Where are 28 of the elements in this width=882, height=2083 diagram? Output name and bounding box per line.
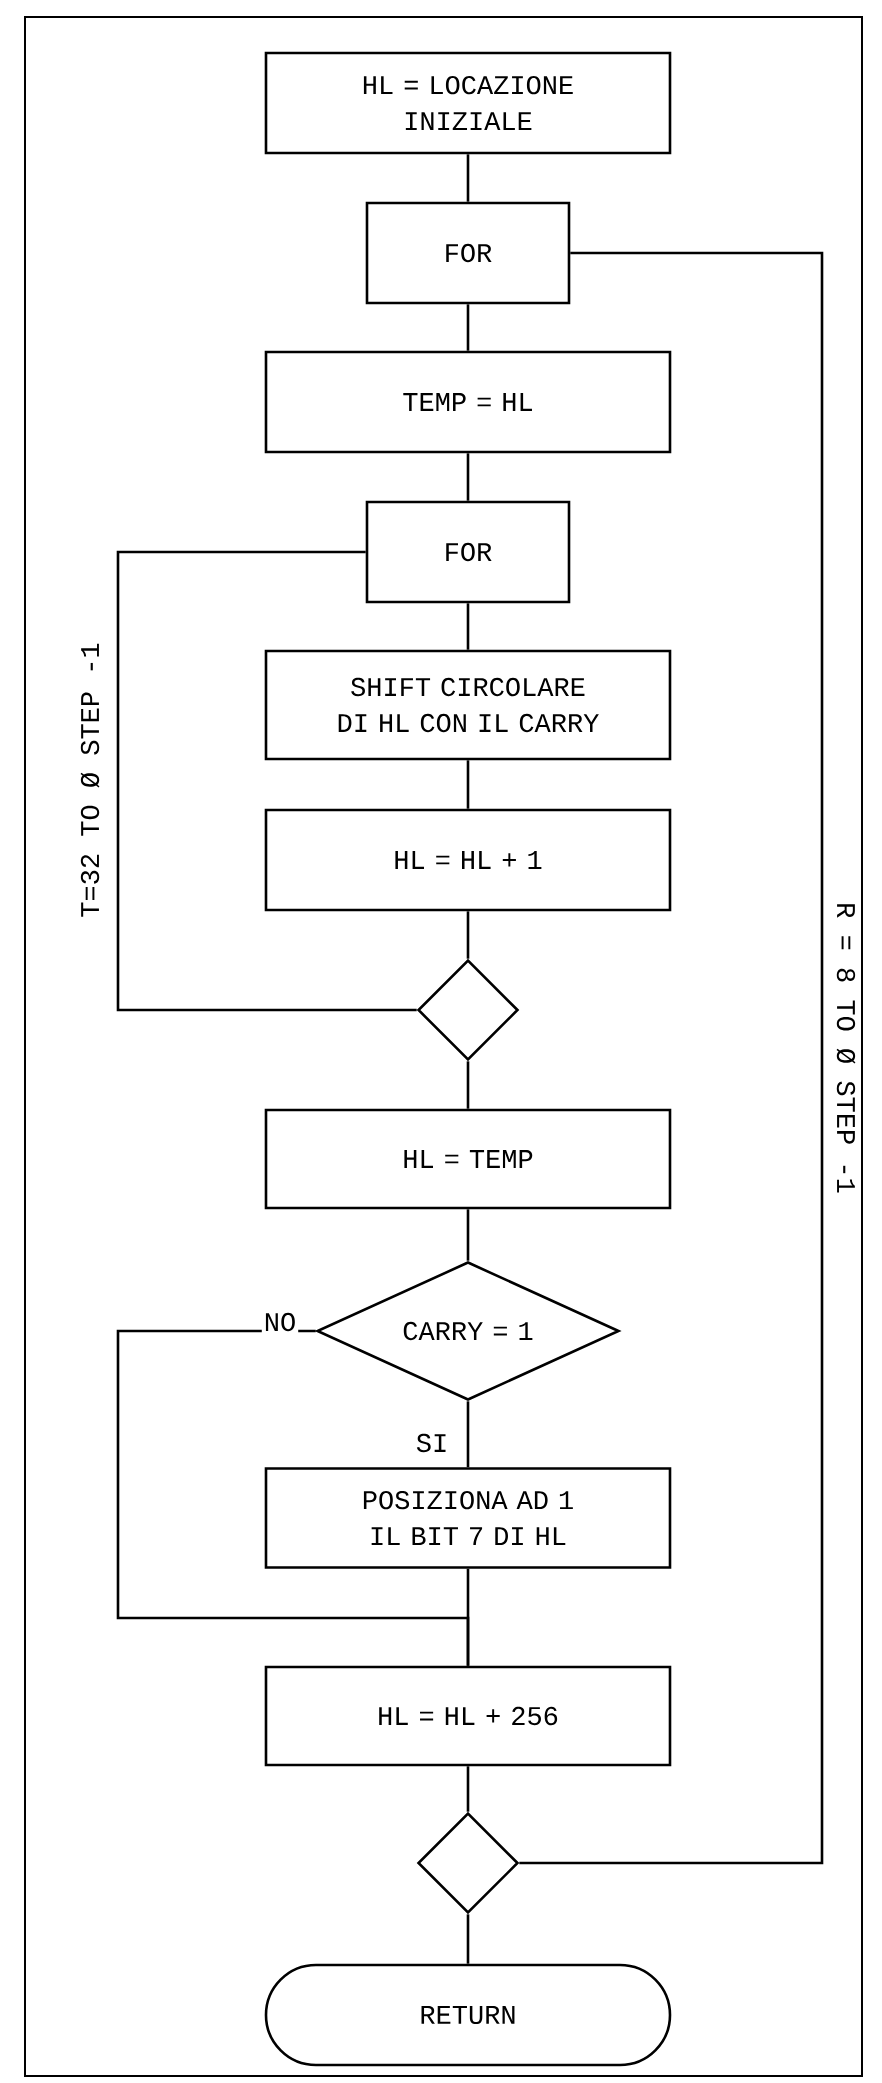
connector-line xyxy=(116,550,417,1012)
connector-line xyxy=(466,453,470,501)
process-box: HL = HL + 256 xyxy=(264,1665,672,1767)
connector-line xyxy=(466,1766,470,1812)
connector-line xyxy=(466,760,470,809)
connector-line xyxy=(466,603,470,650)
process-box: HL = HL + 1 xyxy=(264,808,672,912)
process-box: TEMP = HL xyxy=(264,350,672,454)
connector-line xyxy=(466,1209,470,1261)
connector-line xyxy=(466,911,470,959)
process-box: POSIZIONA AD 1 IL BIT 7 DI HL xyxy=(264,1467,672,1569)
connector-line xyxy=(519,251,824,1865)
connector-line xyxy=(466,1568,470,1666)
connector-line xyxy=(466,154,470,202)
process-box: FOR xyxy=(365,500,571,604)
terminal-box: RETURN xyxy=(264,1963,672,2067)
process-box: HL = TEMP xyxy=(264,1108,672,1210)
process-box: FOR xyxy=(365,201,571,305)
connector-line xyxy=(466,1914,470,1964)
connector-line xyxy=(466,1061,470,1109)
edge-label: SI xyxy=(413,1431,451,1455)
process-box: SHIFT CIRCOLARE DI HL CON IL CARRY xyxy=(264,649,672,761)
connector-line xyxy=(466,1401,470,1468)
connector-line xyxy=(466,304,470,351)
edge-label: NO xyxy=(261,1310,299,1334)
edge-label: T=32 TO Ø STEP -1 xyxy=(78,640,102,920)
edge-label: R = 8 TO Ø STEP -1 xyxy=(834,900,858,1196)
process-box: HL = LOCAZIONE INIZIALE xyxy=(264,51,672,155)
